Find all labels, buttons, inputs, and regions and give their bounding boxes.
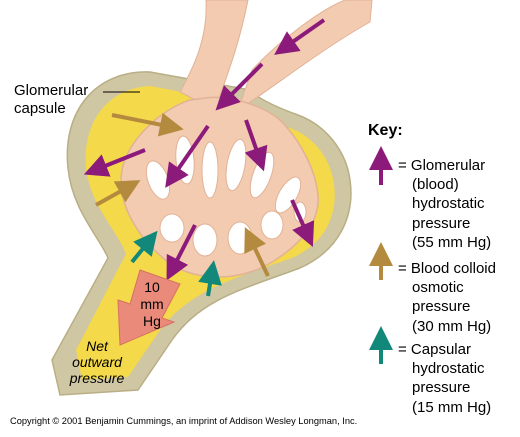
- colloid-arrow: [244, 227, 270, 277]
- glomerular-arrow: [244, 119, 268, 172]
- capsular-pressure-arrows: [130, 230, 222, 297]
- glomerular-arrow: [215, 62, 264, 111]
- capsule-label-line: Glomerular: [14, 82, 89, 99]
- capsular-arrow: [198, 260, 222, 297]
- colloid-pressure-arrows: [95, 112, 270, 277]
- glomerular-arrow: [165, 124, 210, 188]
- glomerular-pressure-arrows: [83, 18, 326, 281]
- glomerular-arrow: [83, 148, 146, 177]
- capsular-arrow: [130, 230, 158, 264]
- capsule-label: Glomerular capsule: [14, 82, 88, 118]
- colloid-arrow: [95, 180, 141, 207]
- glomerular-arrow: [290, 199, 315, 247]
- glomerular-arrow: [166, 224, 197, 281]
- efferent-arteriole: [237, 0, 373, 112]
- net-pressure-arrow: [117, 269, 181, 346]
- net-pressure-label: Net outward pressure: [69, 338, 125, 386]
- copyright-notice: Copyright © 2001 Benjamin Cummings, an i…: [10, 416, 358, 426]
- net-pressure-value: 10 mm Hg: [140, 279, 164, 329]
- capsule-label-line: capsule: [14, 100, 66, 117]
- colloid-arrow: [111, 112, 184, 137]
- key-title: Key:: [368, 122, 403, 139]
- glomerular-arrow: [274, 18, 326, 55]
